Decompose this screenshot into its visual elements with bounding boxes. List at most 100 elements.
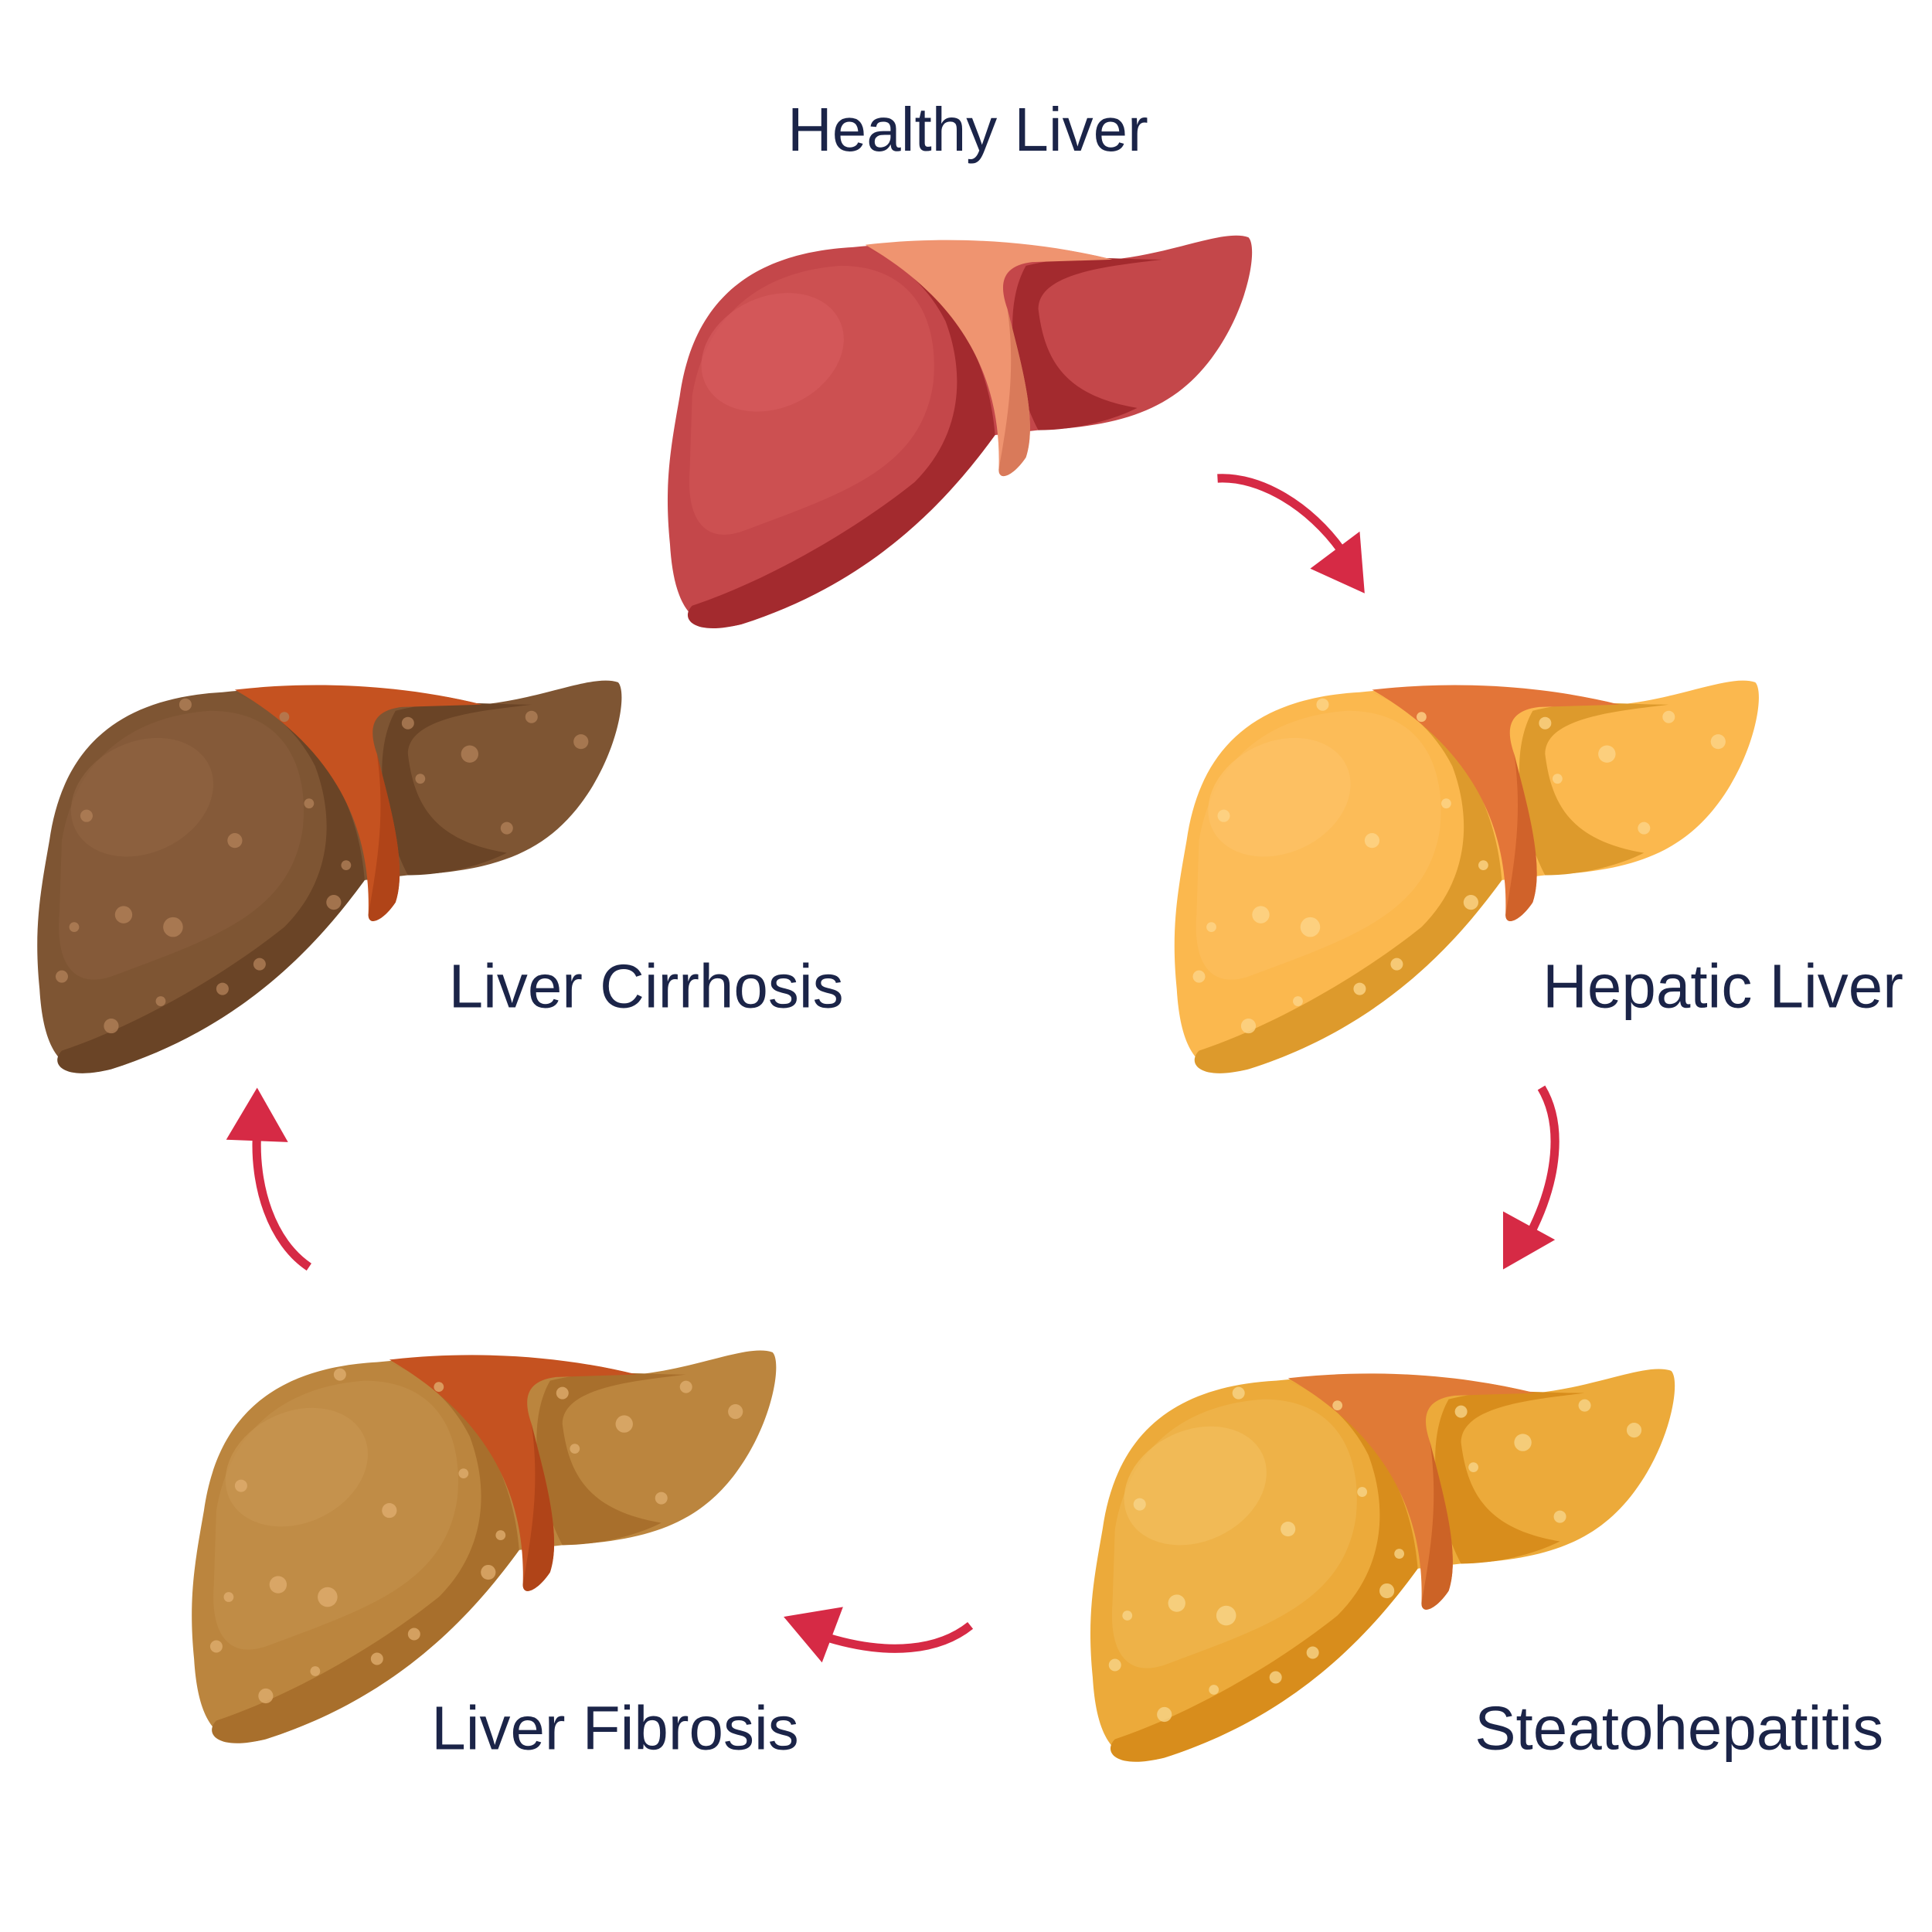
arrow-healthy-to-hepatic [1217,474,1365,594]
fat-spot [1394,1549,1405,1559]
fat-spot [1379,1583,1395,1599]
liver-cirrhosis [37,680,622,1073]
fat-spot [1269,1671,1282,1684]
fat-spot [1578,1399,1591,1412]
fat-spot [1478,860,1488,871]
fat-spot [1552,774,1563,784]
fat-spot [209,1640,223,1653]
fat-spot [1353,982,1366,995]
fat-spot [434,1382,444,1393]
fat-spot [481,1564,496,1580]
liver-healthy [667,235,1253,629]
fat-spot [1626,1423,1642,1438]
fat-spot [1293,996,1303,1006]
fat-spot [679,1380,692,1393]
fat-spot [69,922,80,933]
liver-shape [192,1350,777,1743]
fat-spot [1206,922,1216,933]
fat-spot [1157,1706,1172,1723]
fat-spot [1332,1400,1343,1411]
fat-spot [1300,917,1321,937]
fat-spot [253,957,266,971]
fat-spot [234,1479,247,1492]
label-hepatic-liver: Hepatic Liver [1543,952,1903,1021]
fat-spot [401,716,414,730]
arrow-fibrosis-to-cirrhosis [226,1087,312,1271]
fat-spot [326,895,342,910]
fat-spot [573,734,589,750]
fat-spot [1192,970,1206,983]
fat-spot [304,798,315,809]
fat-spot [1514,1434,1532,1451]
liver-fibrosis [192,1350,777,1743]
fat-spot [556,1386,569,1400]
fat-spot [500,821,513,835]
fat-spot [525,710,538,723]
fat-spot [333,1368,346,1381]
fat-spot [1454,1405,1468,1418]
fat-spot [1240,1018,1257,1034]
fat-spot [1108,1658,1121,1672]
fat-spot [570,1444,580,1454]
fat-spot [318,1587,338,1607]
fat-spot [1553,1510,1566,1523]
fat-spot [1539,716,1552,730]
fat-spot [1209,1685,1219,1695]
fat-spot [1168,1594,1185,1612]
fat-spot [1122,1611,1133,1621]
fat-spot [615,1415,633,1433]
fat-spot [1598,745,1616,763]
fat-spot [80,809,93,822]
fat-spot [1281,1521,1296,1537]
fat-spot [1441,798,1451,809]
fat-spot [1417,712,1427,723]
fat-spot [461,745,479,763]
fat-spot [382,1502,397,1519]
liver-hepatic [1174,680,1759,1073]
arrows [226,474,1560,1663]
fat-spot [1638,821,1651,835]
fat-spot [370,1652,383,1665]
fat-spot [223,1592,234,1602]
label-steatohepatitis: Steatohepatitis [1475,1693,1883,1762]
fat-spot [258,1688,274,1704]
fat-spot [55,970,68,983]
fat-spot [495,1530,506,1540]
fat-spot [1252,906,1270,923]
fat-spot [1217,809,1230,822]
label-liver-cirrhosis: Liver Cirrhosis [449,952,844,1021]
fat-spot [407,1628,420,1641]
fat-spot [1710,734,1726,750]
fat-spot [227,833,243,849]
fat-spot [1390,957,1403,971]
fat-spot [1357,1487,1368,1497]
fat-spot [341,860,352,871]
fat-spot [269,1576,287,1594]
fat-spot [1306,1646,1319,1659]
fat-spot [415,774,426,784]
fat-spot [655,1492,668,1505]
label-liver-fibrosis: Liver Fibrosis [431,1693,798,1762]
fat-spot [155,996,166,1006]
fat-spot [1216,1605,1236,1626]
fat-spot [179,698,192,711]
fat-spot [1232,1386,1245,1400]
liver-shape [667,235,1253,629]
arrow-hepatic-to-steatohepatitis [1502,1085,1560,1270]
fat-spot [1662,710,1675,723]
fat-spot [1463,895,1478,910]
fat-spot [310,1666,321,1676]
fat-spot [1316,698,1329,711]
fat-spot [1468,1462,1478,1472]
label-healthy-liver: Healthy Liver [787,95,1148,164]
fat-spot [279,712,290,723]
fat-spot [114,906,133,923]
fat-spot [216,982,229,995]
fat-spot [728,1404,743,1420]
fat-spot [1133,1498,1146,1511]
liver-steatohepatitis [1090,1369,1675,1762]
fat-spot [104,1018,119,1034]
arrow-steatohepatitis-to-fibrosis [784,1607,974,1663]
fat-spot [1364,833,1380,849]
